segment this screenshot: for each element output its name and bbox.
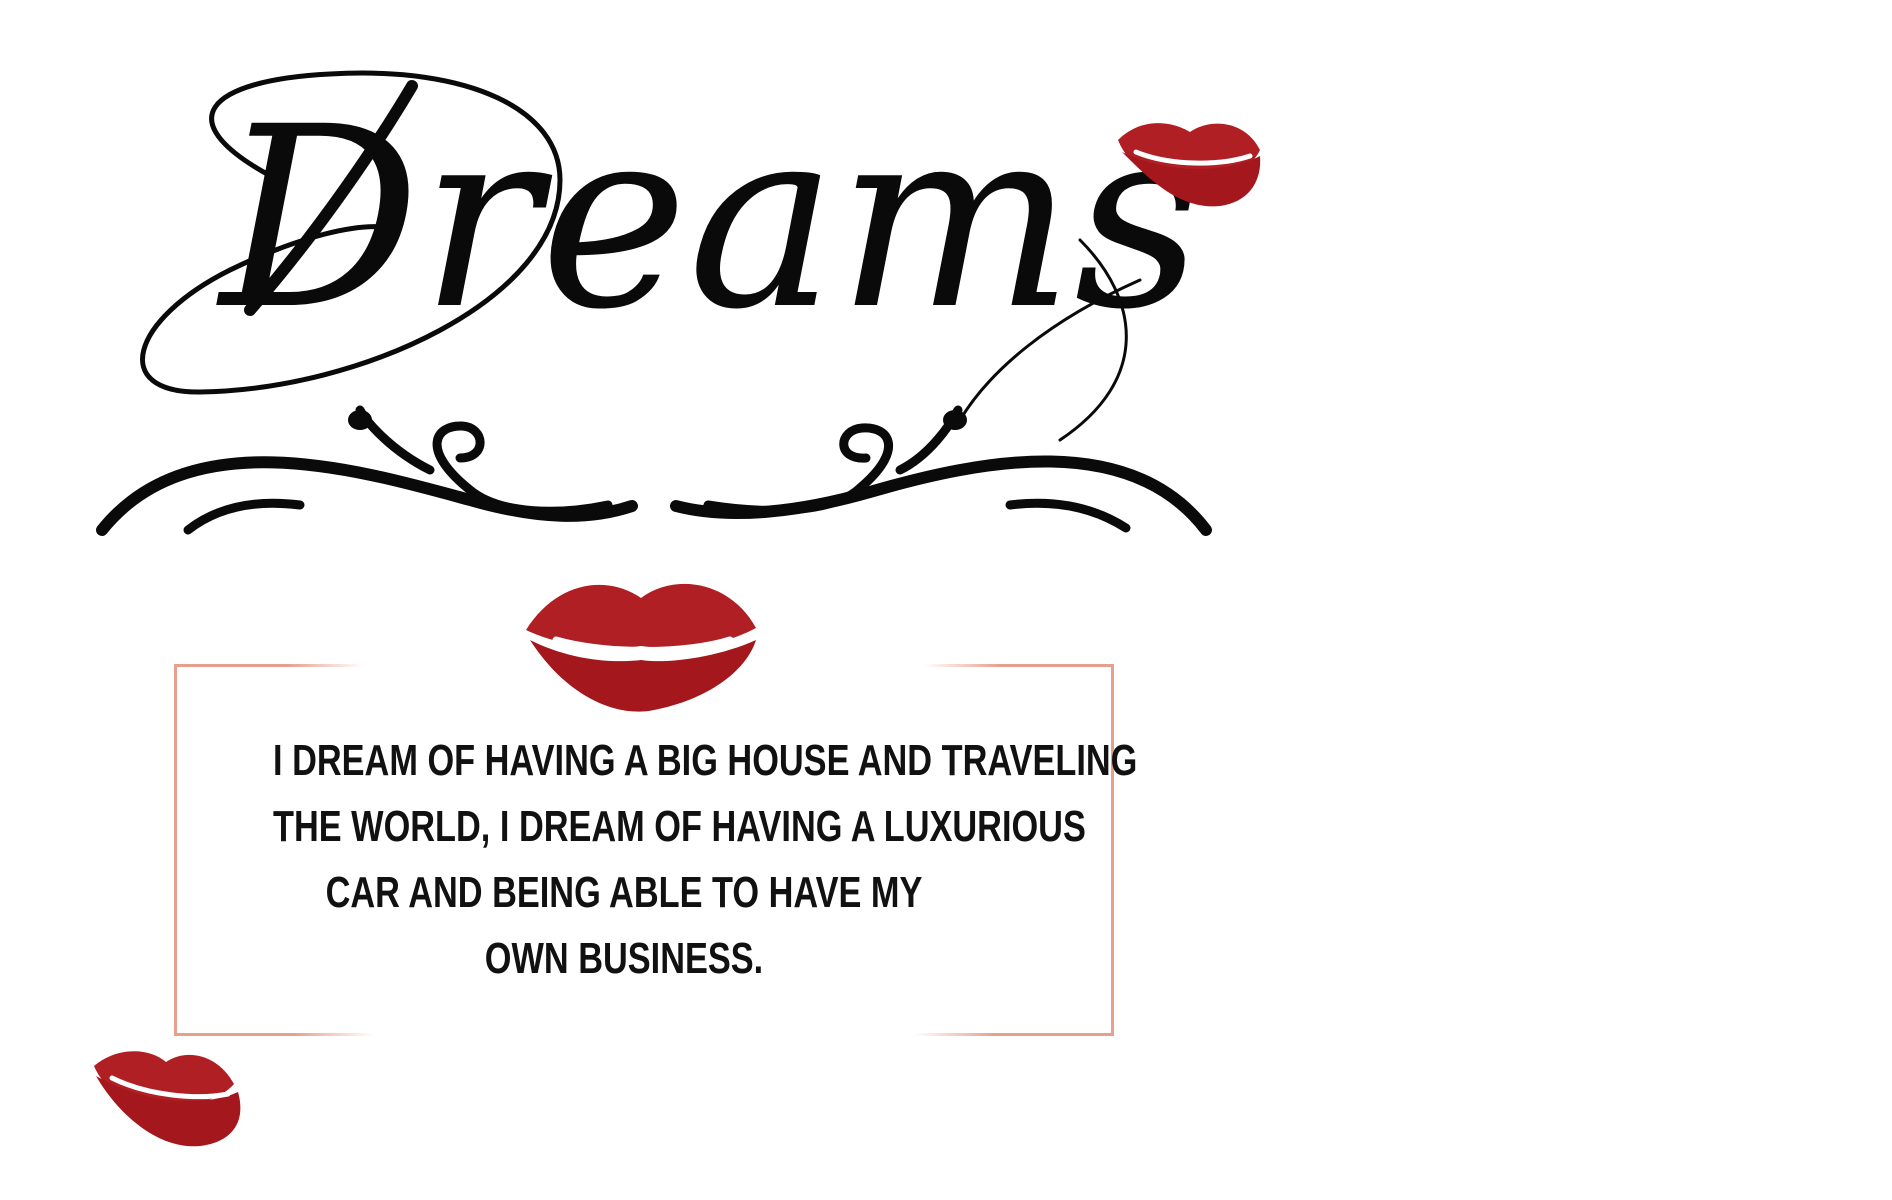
frame-top-left — [174, 664, 364, 667]
page-title: Dreams — [216, 73, 1202, 364]
quote-line: THE WORLD, I DREAM OF HAVING A LUXURIOUS — [273, 802, 1086, 851]
frame-bottom-left — [174, 1033, 374, 1036]
frame-right — [1111, 664, 1114, 1036]
frame-top-right — [924, 664, 1114, 667]
title-tail — [958, 238, 1142, 442]
quote-line: OWN BUSINESS. — [484, 934, 764, 983]
kiss-lips-icon — [1118, 123, 1261, 207]
title-swash — [140, 70, 563, 395]
dream-quote: I DREAM OF HAVING A BIG HOUSE AND TRAVEL… — [273, 728, 1138, 992]
kiss-lips-icon — [94, 1051, 241, 1147]
quote-line: I DREAM OF HAVING A BIG HOUSE AND TRAVEL… — [273, 736, 1138, 785]
quote-line: CAR AND BEING ABLE TO HAVE MY — [325, 868, 923, 917]
kiss-lips-icon — [526, 583, 756, 712]
frame-left — [174, 664, 177, 1036]
flourish-ornament — [96, 405, 1212, 536]
frame-bottom-right — [914, 1033, 1114, 1036]
quote-frame — [174, 664, 1114, 1036]
flourish-drop — [943, 410, 967, 430]
flourish-drop — [348, 410, 372, 430]
title-stem — [244, 80, 418, 316]
